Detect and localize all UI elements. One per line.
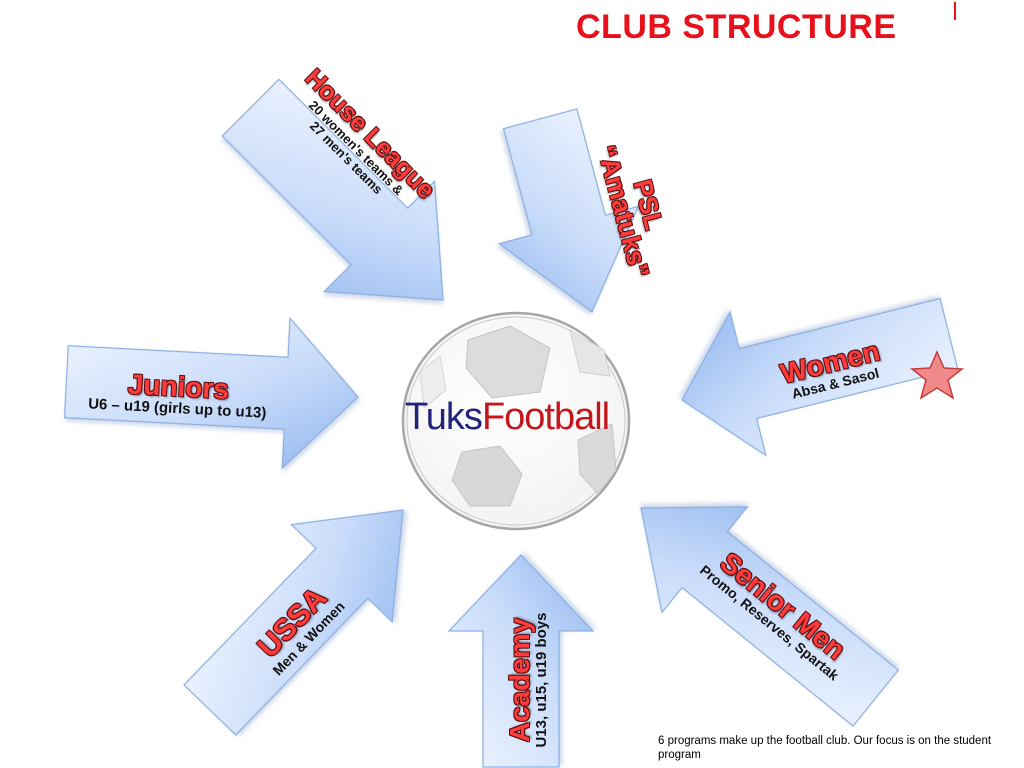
arrow-subtext: U13, u15, u19 boys	[533, 612, 551, 748]
footnote: 6 programs make up the football club. Ou…	[658, 735, 992, 762]
arrow-house-league	[221, 78, 444, 301]
arrow-psl	[497, 108, 640, 313]
title-accent-bar	[954, 2, 956, 20]
arrow-juniors	[63, 316, 359, 470]
page-title: CLUB STRUCTURE	[576, 8, 897, 46]
arrow-ussa	[183, 509, 404, 736]
arrow-senior-men	[640, 506, 900, 727]
star-icon	[909, 350, 965, 400]
arrow-heading: Academy	[504, 617, 536, 743]
tuks-football-logo: TuksFootball	[405, 396, 610, 439]
arrow-women	[681, 297, 959, 457]
arrow-academy	[447, 554, 595, 768]
logo-word-football: Football	[481, 396, 610, 438]
logo-word-tuks: Tuks	[405, 396, 483, 438]
football-icon	[401, 311, 631, 531]
